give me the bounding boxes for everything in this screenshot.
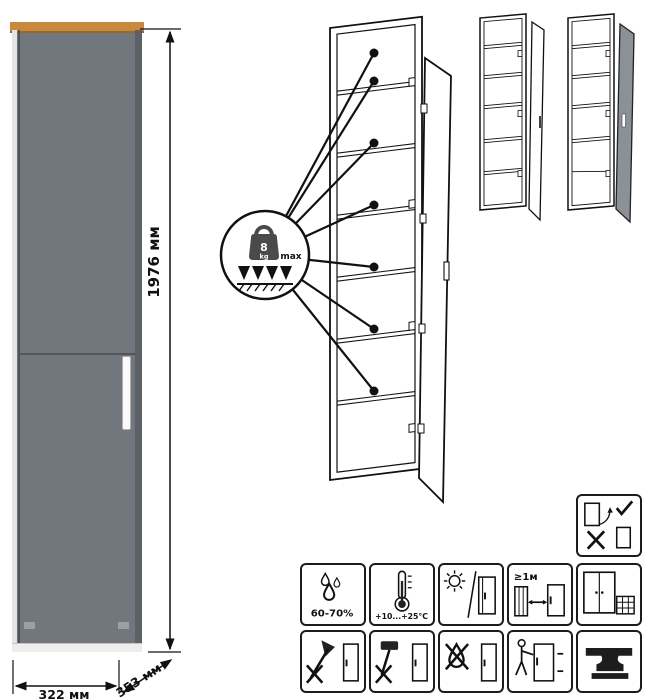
variant-b-handle <box>621 113 626 128</box>
temperature-box: +10...+25°C <box>369 563 435 626</box>
open-door-drawing <box>417 56 452 505</box>
axe-blade <box>321 640 335 657</box>
humidity-label: 60-70% <box>311 609 354 620</box>
cabinet-foot-right <box>118 622 129 629</box>
cabinet-handle <box>122 355 131 430</box>
no-sharp-tools-icon <box>305 640 359 684</box>
min-distance-label: ≥1м <box>514 572 538 583</box>
ventilation-grid-box <box>576 563 642 626</box>
height-dimension-label: 1976 мм <box>145 226 163 298</box>
variant-open-shelves <box>479 13 545 222</box>
shelf-lines <box>337 81 415 406</box>
humidity-box: 60-70% <box>300 563 366 626</box>
cabinet-door-seam <box>18 353 135 356</box>
carry-carefully-box <box>507 630 573 693</box>
load-arrows <box>238 266 292 280</box>
cabinet-door-gap <box>18 30 20 652</box>
variant-a-door <box>528 20 545 222</box>
no-direct-sunlight-box <box>438 563 504 626</box>
cabinet-wood-top <box>10 22 144 33</box>
cabinet-illustration <box>10 22 144 652</box>
no-sharp-tools-box <box>300 630 366 693</box>
anvil-shape <box>585 647 633 672</box>
no-solvents-icon <box>444 641 497 682</box>
cabinet-base <box>12 643 142 652</box>
open-cabinet-drawing <box>329 15 423 482</box>
shelf-points <box>369 48 379 396</box>
temperature-label: +10...+25°C <box>375 612 428 621</box>
no-impact-tools-icon <box>374 641 428 684</box>
temperature-icon: +10...+25°C <box>375 570 428 621</box>
door-opening-instructions-icon <box>584 500 634 550</box>
door-variants-drawing <box>479 13 635 224</box>
hinge-marks <box>408 77 416 433</box>
no-impact-tools-box <box>369 630 435 693</box>
shelf-load-diagram: 8 kg max <box>219 15 452 505</box>
heavy-load-box <box>576 630 642 693</box>
kettlebell-icon <box>249 234 279 260</box>
hammer-head <box>380 641 399 650</box>
carry-carefully-icon <box>515 638 564 682</box>
cabinet-left-edge <box>12 30 17 652</box>
door-handle-drawing <box>443 261 450 281</box>
radiator-distance-icon: ≥1м <box>514 572 565 617</box>
door-hinges <box>417 103 428 434</box>
kettlebell-handle <box>254 225 274 237</box>
radiator-distance-box: ≥1м <box>507 563 573 626</box>
depth-dimension-arrow <box>122 659 173 693</box>
weight-limit-callout: 8 kg max <box>219 209 311 301</box>
weight-max-label: max <box>280 252 301 262</box>
weight-value: 8 <box>260 241 268 254</box>
drop-shape <box>448 641 465 668</box>
door-opening-instructions-box <box>576 494 642 557</box>
no-direct-sunlight-icon <box>443 570 496 618</box>
cabinet-side-panel <box>135 30 142 652</box>
humidity-icon: 60-70% <box>311 571 354 620</box>
variant-mirror-door <box>567 13 635 224</box>
heavy-load-icon <box>585 647 633 679</box>
cabinet-foot-left <box>24 622 35 629</box>
ground-hatch <box>237 283 293 292</box>
depth-dimension-label: 353 мм <box>113 660 164 700</box>
width-dimension-label: 322 мм <box>39 687 90 700</box>
weight-unit: kg <box>260 253 269 261</box>
ventilation-grid-icon <box>583 571 635 615</box>
no-solvents-box <box>438 630 504 693</box>
